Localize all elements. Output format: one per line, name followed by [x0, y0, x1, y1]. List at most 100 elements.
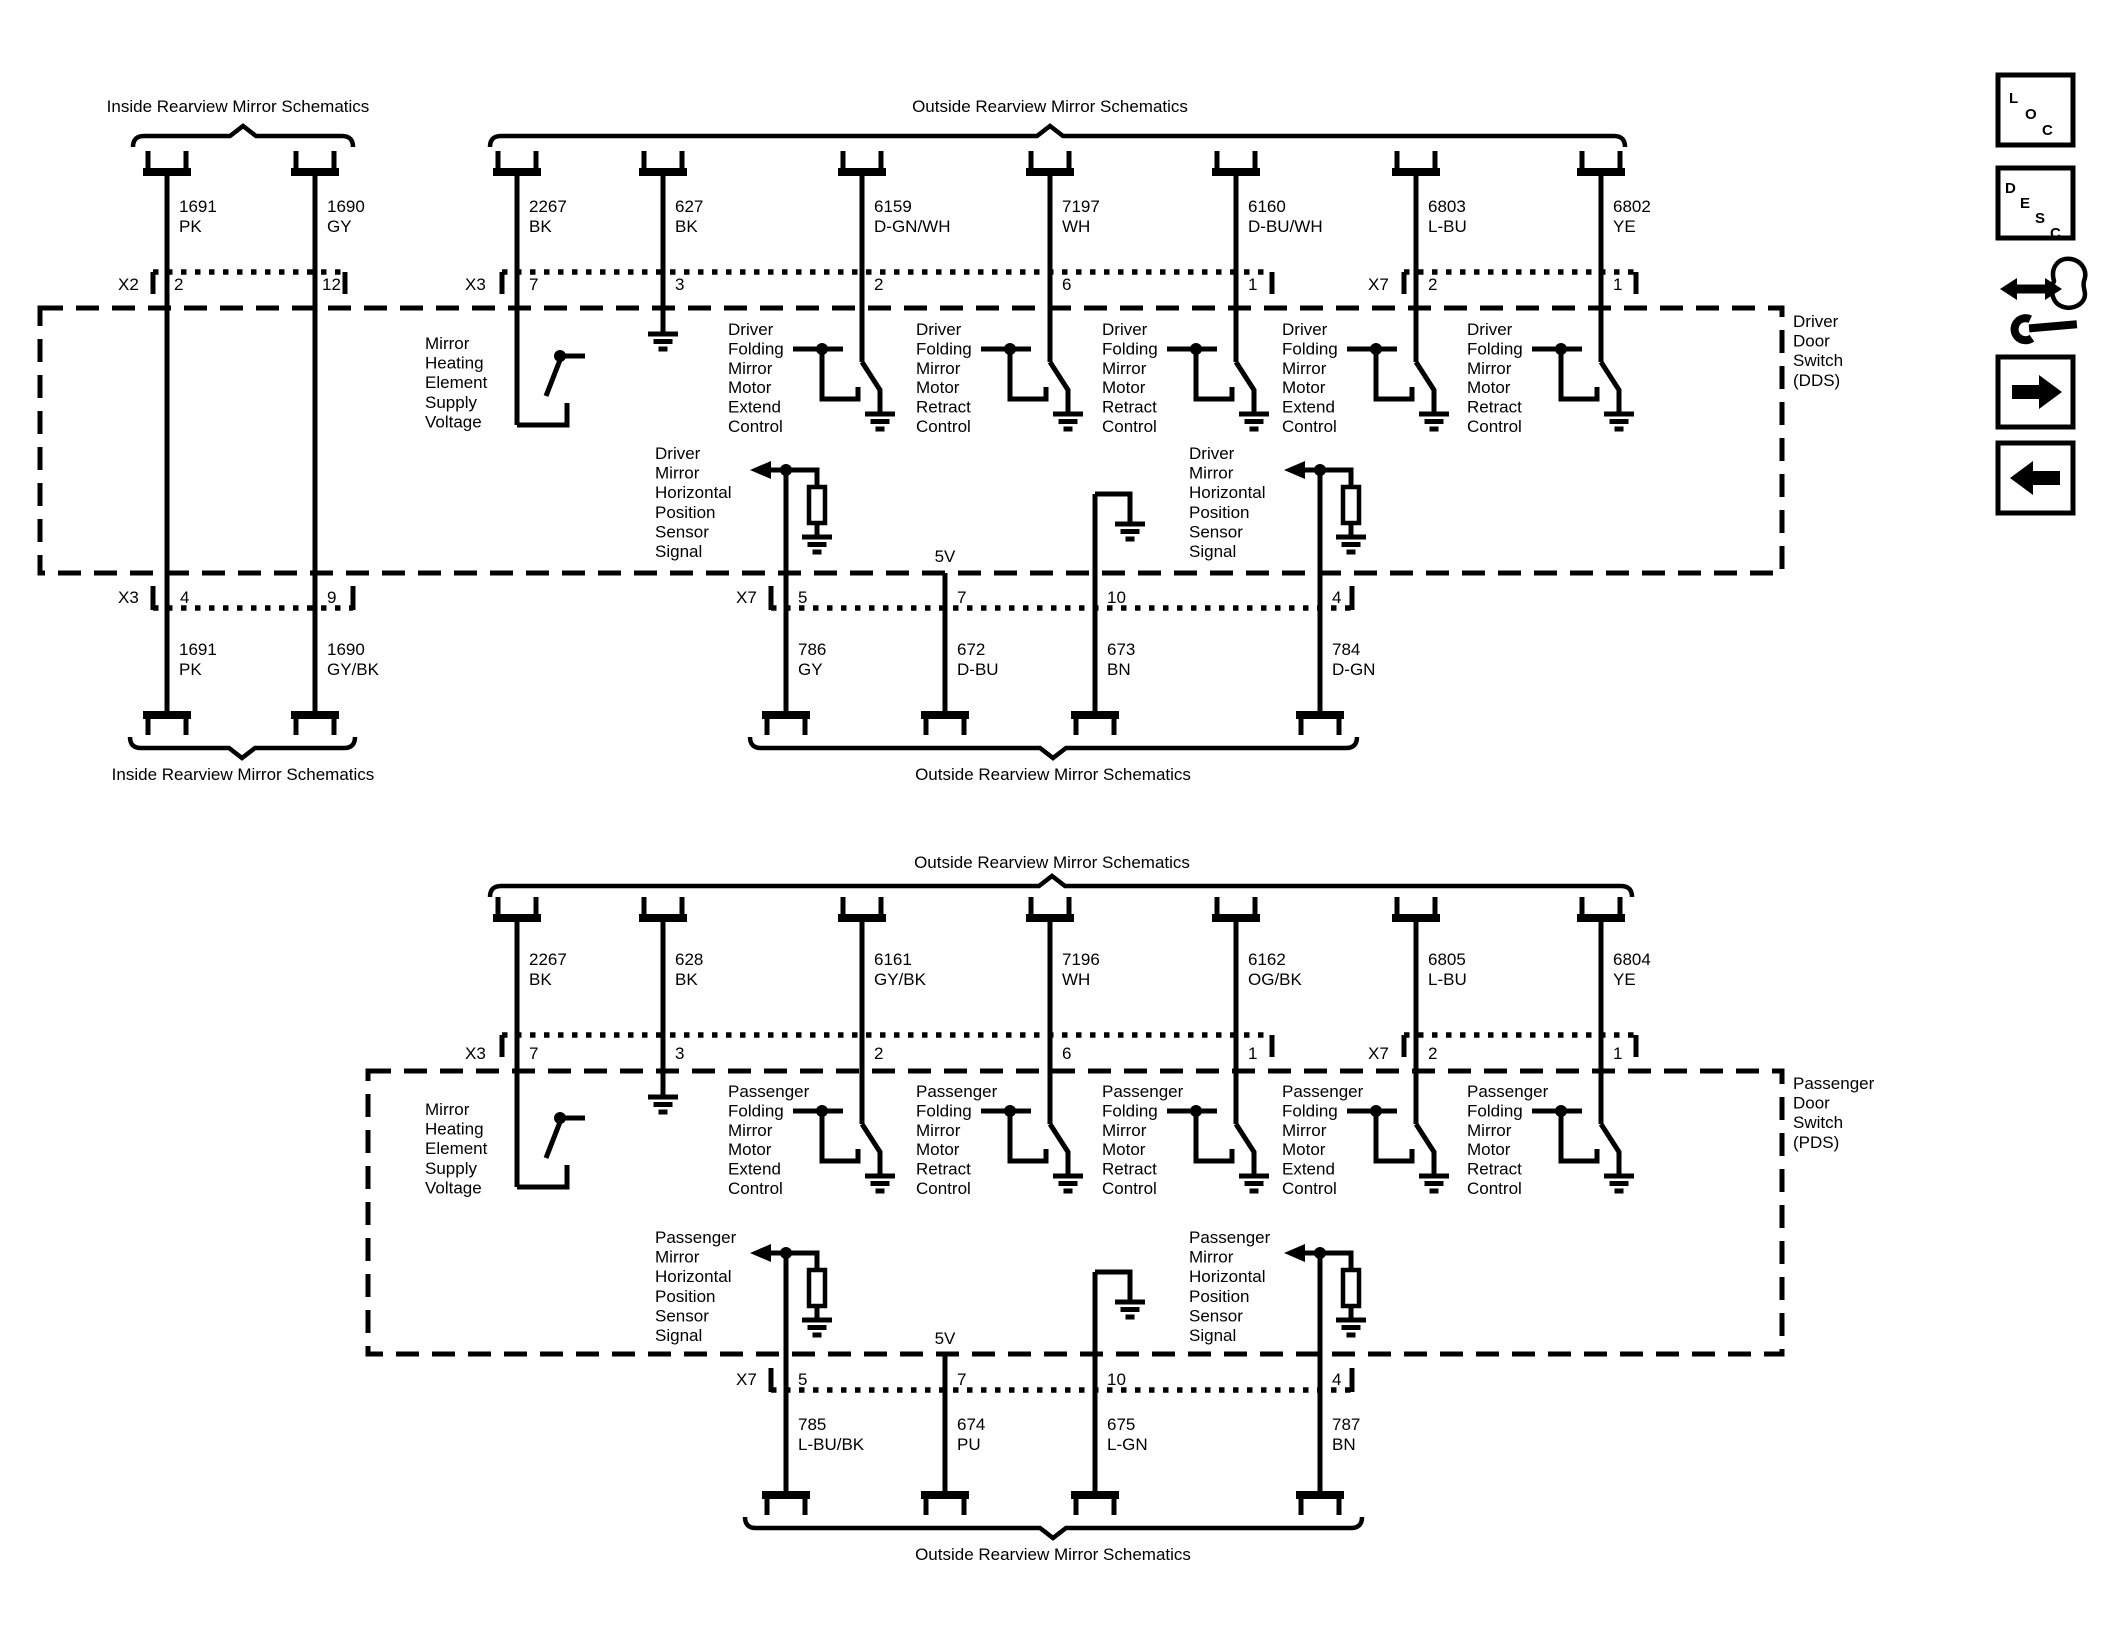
fold-motor-switch — [793, 1105, 895, 1191]
pin-number: 12 — [322, 275, 341, 294]
inline-connector-icon — [1392, 897, 1440, 918]
forward-button[interactable] — [1995, 354, 2076, 430]
fold-motor-switch — [1347, 343, 1449, 429]
connector-name: X3 — [118, 588, 139, 607]
box-label: Passenger Door Switch (PDS) — [1793, 1074, 1879, 1152]
connector-name: X7 — [1368, 275, 1389, 294]
pin-number: 2 — [1428, 1044, 1437, 1063]
loc-button[interactable]: L O C — [1995, 72, 2076, 148]
desc-letter: C — [2050, 225, 2061, 242]
inline-connector-icon — [1577, 151, 1625, 172]
connector-x3-top — [499, 1032, 1275, 1057]
inline-connector-icon — [1026, 897, 1074, 918]
desc-button[interactable]: D E S C — [1995, 165, 2076, 242]
inline-connector-icon — [143, 151, 191, 172]
pin-number: 10 — [1107, 1370, 1126, 1389]
driver-door-switch-diagram: Inside Rearview Mirror Schematics Outsid… — [37, 97, 1843, 784]
inline-connector-icon — [291, 715, 339, 735]
section-title: Outside Rearview Mirror Schematics — [915, 1545, 1191, 1564]
inline-connector-icon — [1296, 1495, 1344, 1515]
pin-number: 2 — [1428, 275, 1437, 294]
connector-x3-top — [499, 269, 1275, 294]
fold-motor-switch — [1532, 343, 1634, 429]
double-arrow-icon — [2000, 278, 2062, 300]
ground-bracket — [1095, 1272, 1145, 1317]
repair-tools-icon[interactable] — [2000, 256, 2088, 345]
pin-number: 1 — [1248, 1044, 1257, 1063]
inline-connector-icon — [838, 897, 886, 918]
connector-x7-bottom — [768, 586, 1355, 611]
connector-name: X7 — [1368, 1044, 1389, 1063]
fold-motor-switch — [981, 343, 1083, 429]
inline-connector-icon — [1212, 151, 1260, 172]
desc-letter: E — [2020, 195, 2030, 212]
pin-number: 5 — [798, 588, 807, 607]
pin-number: 2 — [174, 275, 183, 294]
brace-bottom-inside — [127, 736, 358, 761]
pin-number: 4 — [1332, 588, 1341, 607]
position-sensor-symbol — [750, 461, 832, 552]
fold-motor-switch — [1167, 343, 1269, 429]
left-arrow-icon — [2010, 461, 2060, 495]
wrench-icon — [2010, 314, 2078, 345]
pin-number: 3 — [675, 1044, 684, 1063]
connector-x7-top — [1401, 1032, 1639, 1057]
fold-motor-switch — [1167, 1105, 1269, 1191]
connector-x3-bottom — [150, 586, 356, 611]
heating-label: Mirror Heating Element Supply Voltage — [425, 1100, 492, 1197]
inline-connector-icon — [921, 715, 969, 735]
pin-number: 7 — [529, 275, 538, 294]
brace-bottom-outside — [742, 1516, 1365, 1541]
inline-connector-icon — [921, 1495, 969, 1515]
pin-number: 7 — [529, 1044, 538, 1063]
inline-connector-icon — [639, 151, 687, 172]
right-arrow-icon — [2012, 375, 2062, 409]
mirror-heating-switch — [517, 1112, 585, 1187]
position-sensor-symbol — [1284, 1244, 1366, 1335]
inline-connector-icon — [291, 151, 339, 172]
inline-connector-icon — [838, 151, 886, 172]
connector-name: X2 — [118, 275, 139, 294]
back-button[interactable] — [1995, 440, 2076, 516]
inline-connector-icon — [1296, 715, 1344, 735]
desc-letter: D — [2005, 180, 2016, 197]
inline-connector-icon — [1577, 897, 1625, 918]
pin-number: 1 — [1613, 1044, 1622, 1063]
desc-letter: S — [2035, 210, 2045, 227]
pin-number: 5 — [798, 1370, 807, 1389]
inline-connector-icon — [762, 715, 810, 735]
loc-letter: C — [2042, 122, 2053, 139]
inline-connector-icon — [1071, 1495, 1119, 1515]
section-title: Outside Rearview Mirror Schematics — [915, 765, 1191, 784]
loc-letter: L — [2009, 90, 2018, 107]
section-title: Outside Rearview Mirror Schematics — [912, 97, 1188, 116]
section-title: Inside Rearview Mirror Schematics — [107, 97, 370, 116]
connector-name: X7 — [736, 1370, 757, 1389]
driver-door-switch-box — [37, 305, 1785, 576]
passenger-door-switch-box — [365, 1068, 1785, 1357]
heating-label: Mirror Heating Element Supply Voltage — [425, 334, 492, 431]
position-sensor-symbol — [750, 1244, 832, 1335]
connector-x2-top — [150, 269, 348, 294]
part-outline-icon — [2049, 256, 2088, 310]
pin-number: 1 — [1248, 275, 1257, 294]
